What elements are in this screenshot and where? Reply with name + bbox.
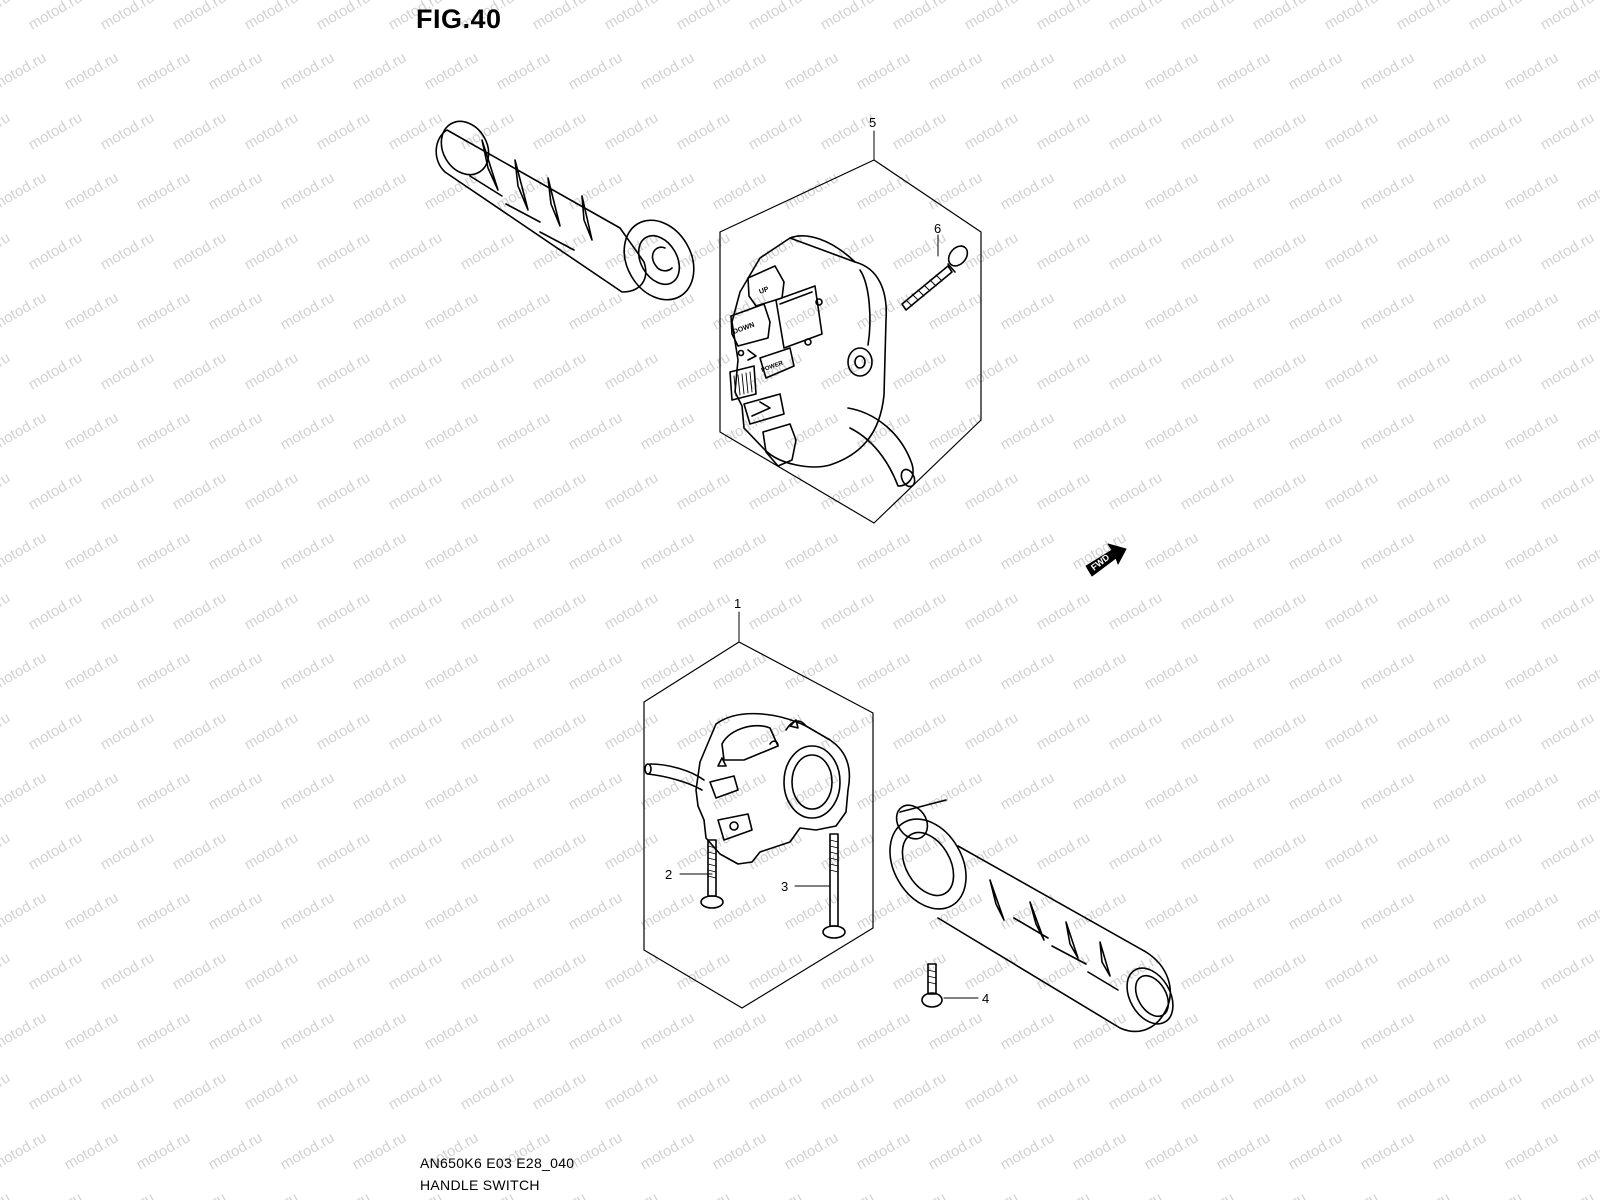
callout-1: 1 xyxy=(734,596,741,611)
screw-part-3 xyxy=(794,833,846,939)
fwd-direction-arrow xyxy=(1085,543,1127,577)
callout-6: 6 xyxy=(934,221,941,236)
callout-4: 4 xyxy=(982,991,989,1006)
down-button-label: DOWN xyxy=(732,322,755,336)
left-grip xyxy=(435,120,695,301)
right-handle-switch-assembly xyxy=(643,611,874,1009)
callout-2: 2 xyxy=(665,867,672,882)
section-name: HANDLE SWITCH xyxy=(420,1177,540,1193)
callout-3: 3 xyxy=(781,879,788,894)
up-button-label: UP xyxy=(758,286,770,296)
screw-part-2 xyxy=(679,839,724,909)
left-handle-switch-assembly xyxy=(719,130,982,524)
screw-part-4 xyxy=(921,963,979,1008)
watermark-text: motod.ru xyxy=(0,1189,13,1200)
figure-title: FIG.40 xyxy=(416,4,502,34)
callout-5: 5 xyxy=(869,115,876,130)
right-grip xyxy=(889,799,1174,1033)
screw-part-6 xyxy=(901,234,969,311)
model-code: AN650K6 E03 E28_040 xyxy=(420,1155,575,1171)
